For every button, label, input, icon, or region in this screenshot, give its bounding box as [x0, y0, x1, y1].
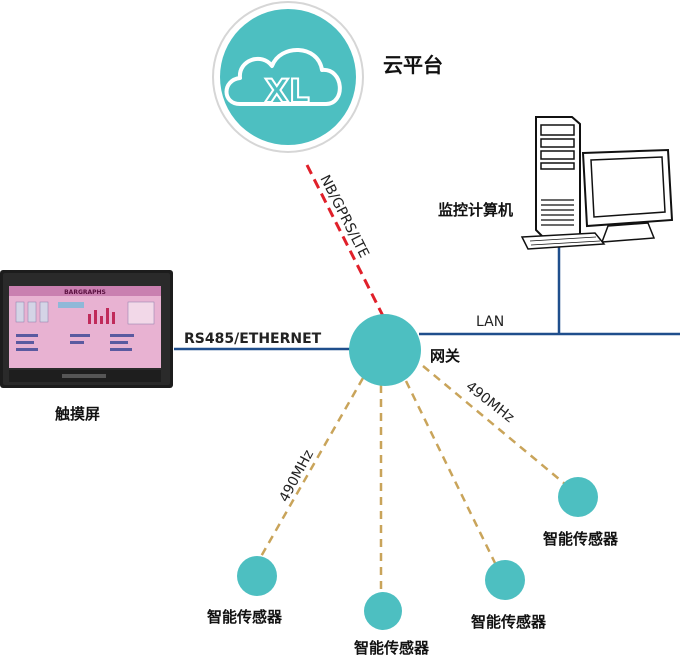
cloud-logo-text: XL [264, 72, 309, 110]
sensor-label-4: 智能传感器 [543, 530, 619, 548]
radio-link-line-3 [404, 380, 497, 564]
gateway-label: 网关 [430, 347, 460, 365]
sensor-label-2: 智能传感器 [354, 639, 430, 657]
sensor-node-1 [237, 556, 277, 596]
radio-label-left: 490MHz [276, 447, 317, 505]
sensor-label-3: 智能传感器 [471, 613, 547, 631]
computer-device [520, 116, 674, 250]
sensor-node-2 [364, 592, 402, 630]
cloud-label: 云平台 [383, 53, 443, 77]
cloud-icon [224, 48, 342, 106]
radio-link-line-1 [257, 377, 365, 561]
sensor-label-1: 智能传感器 [207, 608, 283, 626]
touchscreen-label: 触摸屏 [55, 405, 100, 423]
radio-label-right: 490MHz [463, 379, 518, 427]
cellular-link-line [305, 164, 386, 319]
rs485-link-label: RS485/ETHERNET [184, 331, 322, 347]
computer-label: 监控计算机 [438, 201, 513, 219]
lan-link-label: LAN [476, 314, 504, 330]
cloud-platform-node: XL [212, 1, 364, 153]
cellular-link-label: NB/GPRS/LTE [316, 173, 371, 261]
sensor-node-3 [485, 560, 525, 600]
sensor-node-4 [558, 477, 598, 517]
touchscreen-screen-title: BARGRAPHS [64, 289, 106, 296]
touchscreen-device: BARGRAPHS [0, 270, 173, 388]
gateway-node [349, 314, 421, 386]
touchscreen-display [9, 286, 161, 368]
radio-link-line-4 [422, 365, 566, 485]
